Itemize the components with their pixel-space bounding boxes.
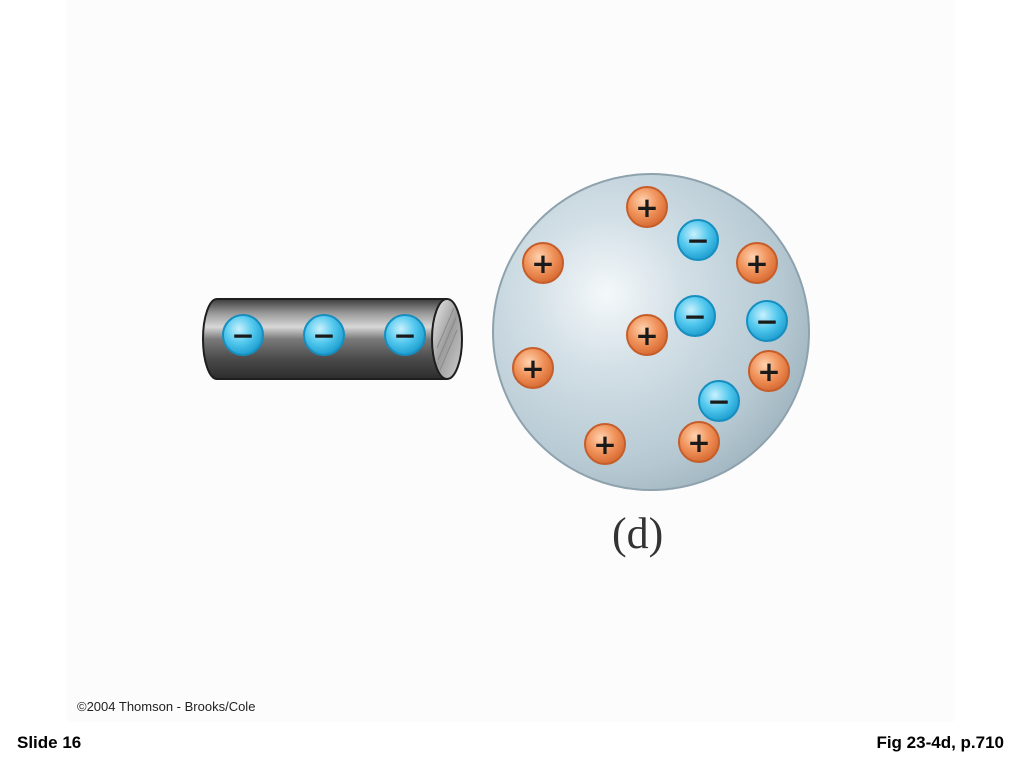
charge-symbol: − — [231, 319, 254, 352]
positive-charge-sphere-3: + — [522, 242, 564, 284]
charge-symbol: + — [687, 426, 710, 459]
charge-symbol: + — [521, 352, 544, 385]
panel-label: (d) — [612, 509, 664, 558]
negative-charge-rod-2: − — [303, 314, 345, 356]
positive-charge-sphere-12: + — [678, 421, 720, 463]
negative-charge-rod-1: − — [222, 314, 264, 356]
negative-charge-sphere-2: − — [677, 219, 719, 261]
sphere-charges: +−++−−+++−++ — [512, 186, 790, 465]
charge-symbol: − — [683, 300, 706, 333]
negative-charge-sphere-6: − — [746, 300, 788, 342]
positive-charge-sphere-1: + — [626, 186, 668, 228]
charge-symbol: − — [755, 305, 778, 338]
slide-number: Slide 16 — [17, 733, 82, 752]
positive-charge-sphere-7: + — [626, 314, 668, 356]
positive-charge-sphere-11: + — [584, 423, 626, 465]
charge-symbol: + — [635, 191, 658, 224]
positive-charge-sphere-4: + — [736, 242, 778, 284]
figure-reference: Fig 23-4d, p.710 — [876, 733, 1004, 752]
charge-symbol: − — [393, 319, 416, 352]
negative-charge-rod-3: − — [384, 314, 426, 356]
negative-charge-sphere-10: − — [698, 380, 740, 422]
positive-charge-sphere-9: + — [748, 350, 790, 392]
charge-symbol: + — [531, 247, 554, 280]
charge-symbol: + — [757, 355, 780, 388]
charge-symbol: + — [635, 319, 658, 352]
charge-symbol: − — [707, 385, 730, 418]
positive-charge-sphere-8: + — [512, 347, 554, 389]
charge-symbol: + — [745, 247, 768, 280]
charge-symbol: − — [686, 224, 709, 257]
rod-charges: −−− — [222, 314, 426, 356]
charge-symbol: + — [593, 428, 616, 461]
negative-charge-sphere-5: − — [674, 295, 716, 337]
charge-symbol: − — [312, 319, 335, 352]
copyright-notice: ©2004 Thomson - Brooks/Cole — [77, 699, 256, 714]
